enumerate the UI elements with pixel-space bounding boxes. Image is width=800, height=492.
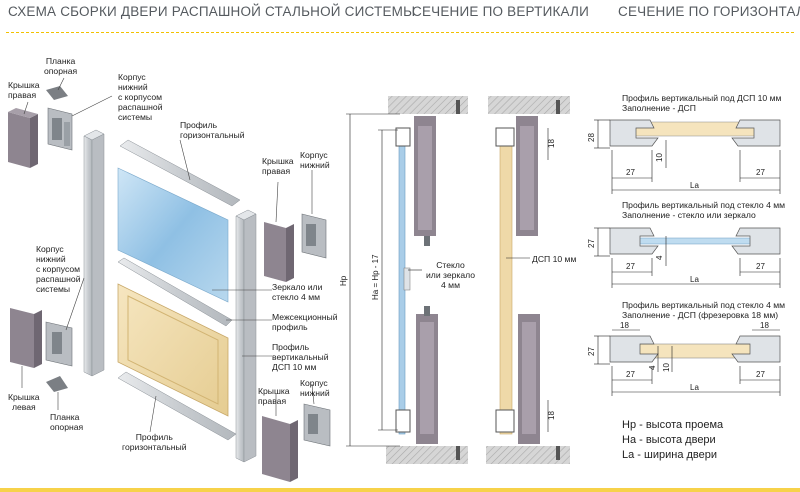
h2-dim-left: 27 [626, 262, 635, 271]
h3-dim-mill-right: 18 [760, 321, 769, 330]
cap-left-bottom [10, 308, 42, 368]
housing-top [47, 107, 73, 151]
housing-bottom [303, 403, 331, 447]
h3-dim-left: 27 [626, 370, 635, 379]
label-cap-right-mid: Крышка правая [262, 156, 294, 176]
horizontal-dimensions [594, 119, 781, 396]
housing-mid [301, 213, 327, 259]
horizontal-section-2 [609, 227, 781, 255]
h3-dim-fill-b: 10 [662, 363, 671, 372]
h1-dim-left: 27 [626, 168, 635, 177]
h1-dim-height: 28 [587, 133, 596, 142]
label-glass-mirror-4mm: Стекло или зеркало 4 мм [426, 260, 476, 290]
h1-dim-fill: 10 [655, 153, 664, 162]
vertical-section-header: СЕЧЕНИЕ ПО ВЕРТИКАЛИ [412, 4, 590, 19]
legend-hp: Hp - высота проема [622, 419, 724, 431]
vertical-dim-18-bottom: 18 [547, 411, 556, 420]
label-cap-left: Крышка левая [8, 392, 40, 412]
label-support-plate-top: Планка опорная [44, 56, 78, 76]
label-horizontal-profile-bottom: Профиль горизонтальный [122, 432, 187, 452]
h3-dim-right: 27 [756, 370, 765, 379]
h2-dim-height: 27 [587, 239, 596, 248]
bottom-accent-bar [0, 488, 800, 492]
h2-title: Профиль вертикальный под стекло 4 мм Зап… [622, 200, 786, 220]
vertical-dim-18-top: 18 [547, 139, 556, 148]
label-mirror-glass: Зеркало или стекло 4 мм [272, 282, 323, 302]
h1-title: Профиль вертикальный под ДСП 10 мм Запол… [622, 93, 782, 113]
dsp-panel [117, 283, 229, 417]
label-dsp-10mm: ДСП 10 мм [532, 254, 577, 264]
assembly-leaders [21, 77, 315, 433]
horizontal-section-header: СЕЧЕНИЕ ПО ГОРИЗОНТАЛИ [618, 4, 800, 19]
header-divider [6, 32, 794, 33]
cap-right-bottom [262, 416, 298, 482]
housing-left [45, 321, 73, 367]
legend-la: La - ширина двери [622, 449, 718, 461]
label-support-plate-bottom: Планка опорная [50, 412, 84, 432]
horizontal-section-1 [609, 119, 781, 147]
label-cap-right-top: Крышка правая [8, 80, 40, 100]
label-housing-mid: Корпус нижний [300, 150, 330, 170]
horizontal-section-3 [609, 335, 781, 363]
h3-dim-width: La [690, 383, 699, 392]
h2-dim-fill: 4 [655, 255, 664, 260]
vertical-dim-ha: Ha = Hp - 17 [371, 254, 380, 300]
h1-dim-right: 27 [756, 168, 765, 177]
glass-panel [117, 167, 229, 303]
h3-dim-height: 27 [587, 347, 596, 356]
h1-dim-width: La [690, 181, 699, 190]
cap-right-mid [264, 222, 294, 282]
label-vertical-profile: Профиль вертикальный ДСП 10 мм [272, 342, 329, 372]
vertical-profile-right [235, 209, 257, 463]
vertical-section [386, 96, 570, 464]
label-horizontal-profile-top: Профиль горизонтальный [180, 120, 245, 140]
support-plate-bottom [46, 376, 68, 392]
h2-dim-right: 27 [756, 262, 765, 271]
vertical-dim-hp: Hp [339, 275, 348, 286]
vertical-profile-left [83, 129, 105, 377]
support-plate-top [46, 86, 68, 100]
label-housing-top: Корпус нижний с корпусом распашной систе… [118, 72, 163, 122]
h3-dim-mill-left: 18 [620, 321, 629, 330]
h3-dim-fill-a: 4 [648, 365, 657, 370]
assembly-header: СХЕМА СБОРКИ ДВЕРИ РАСПАШНОЙ СТАЛЬНОЙ СИ… [8, 4, 416, 19]
vertical-dimensions [346, 113, 549, 447]
label-housing-bottom: Корпус нижний [300, 378, 330, 398]
h3-title: Профиль вертикальный под стекло 4 мм Зап… [622, 300, 786, 320]
legend-ha: Ha - высота двери [622, 434, 716, 446]
cap-right-top [8, 108, 38, 168]
horizontal-profile-top [119, 139, 241, 207]
h2-dim-width: La [690, 275, 699, 284]
label-intersection-profile: Межсекционный профиль [272, 312, 338, 332]
label-housing-left: Корпус нижний с корпусом распашной систе… [36, 244, 81, 294]
label-cap-right-bottom: Крышка правая [258, 386, 290, 406]
